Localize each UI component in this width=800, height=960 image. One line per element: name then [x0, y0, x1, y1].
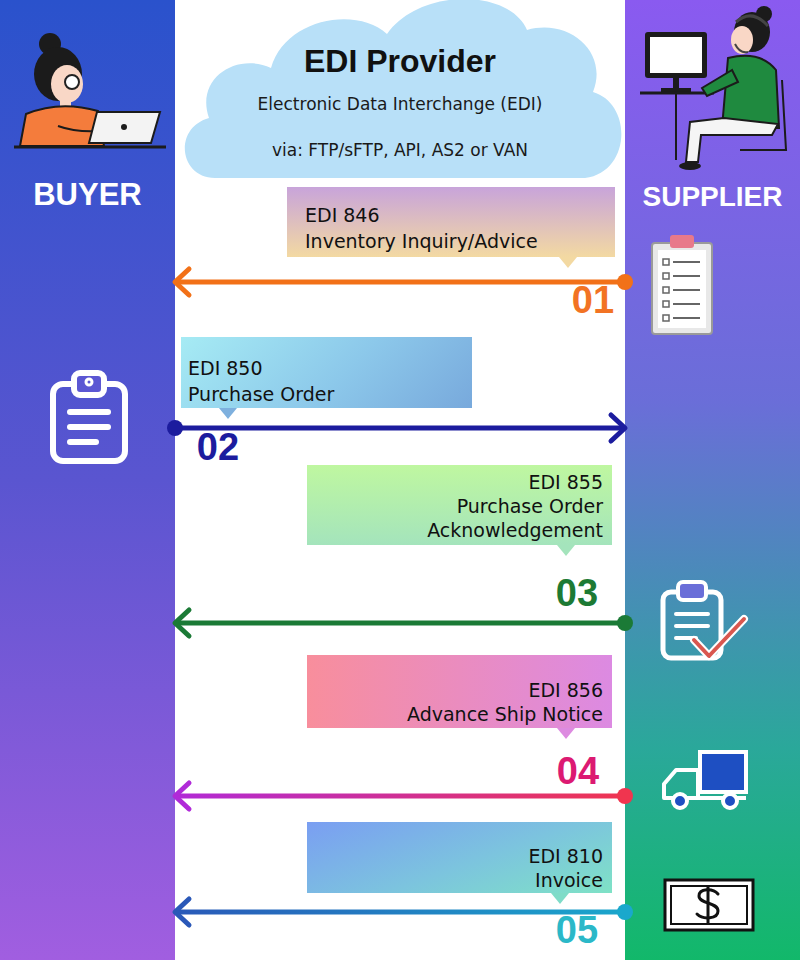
message-name: Advance Ship Notice	[317, 702, 603, 726]
message-name: Invoice	[317, 868, 603, 892]
callout-pointer	[557, 728, 575, 739]
cloud-subtitle: Electronic Data Interchange (EDI)	[175, 93, 625, 115]
message-box: EDI 846Inventory Inquiry/Advice	[287, 187, 615, 257]
message-code: EDI 855	[317, 470, 603, 494]
arrow-line	[177, 280, 625, 285]
message-arrow	[175, 269, 633, 295]
callout-number: 01	[572, 280, 614, 320]
lane-band: SUPPLIER	[625, 0, 800, 960]
arrow-line	[177, 794, 625, 799]
arrow-head	[175, 783, 189, 809]
message-name: Inventory Inquiry/Advice	[305, 228, 605, 254]
callout-pointer	[557, 545, 575, 556]
message-name: Purchase Order	[188, 381, 462, 407]
callout-pointer	[219, 408, 237, 419]
message-box: EDI 855Purchase Order Acknowledgement	[307, 465, 612, 545]
message-name: Purchase Order Acknowledgement	[317, 494, 603, 542]
message-arrow	[175, 610, 633, 636]
message-code: EDI 846	[305, 202, 605, 228]
callout-number: 03	[556, 573, 598, 613]
cloud-node: EDI ProviderElectronic Data Interchange …	[175, 0, 625, 182]
callout-number: 04	[557, 751, 599, 791]
callout-number: 02	[197, 427, 239, 467]
lane-title: BUYER	[0, 177, 175, 213]
message-box: EDI 810Invoice	[307, 822, 612, 893]
message-code: EDI 850	[188, 355, 462, 381]
callout-pointer	[551, 893, 569, 904]
arrow-head	[175, 269, 189, 295]
cloud-subtitle: via: FTP/sFTP, API, AS2 or VAN	[175, 139, 625, 161]
lane-band: BUYER	[0, 0, 175, 960]
callout-pointer	[559, 257, 577, 268]
arrow-head	[175, 610, 189, 636]
message-box: EDI 856Advance Ship Notice	[307, 655, 612, 728]
arrow-head	[175, 899, 189, 925]
cloud-title: EDI Provider	[175, 42, 625, 80]
message-code: EDI 856	[317, 678, 603, 702]
message-code: EDI 810	[317, 844, 603, 868]
arrow-head	[611, 415, 625, 441]
arrow-line	[175, 426, 623, 431]
arrow-line	[177, 621, 625, 626]
message-box: EDI 850Purchase Order	[181, 337, 472, 408]
callout-number: 05	[556, 910, 598, 950]
lane-title: SUPPLIER	[625, 181, 800, 213]
